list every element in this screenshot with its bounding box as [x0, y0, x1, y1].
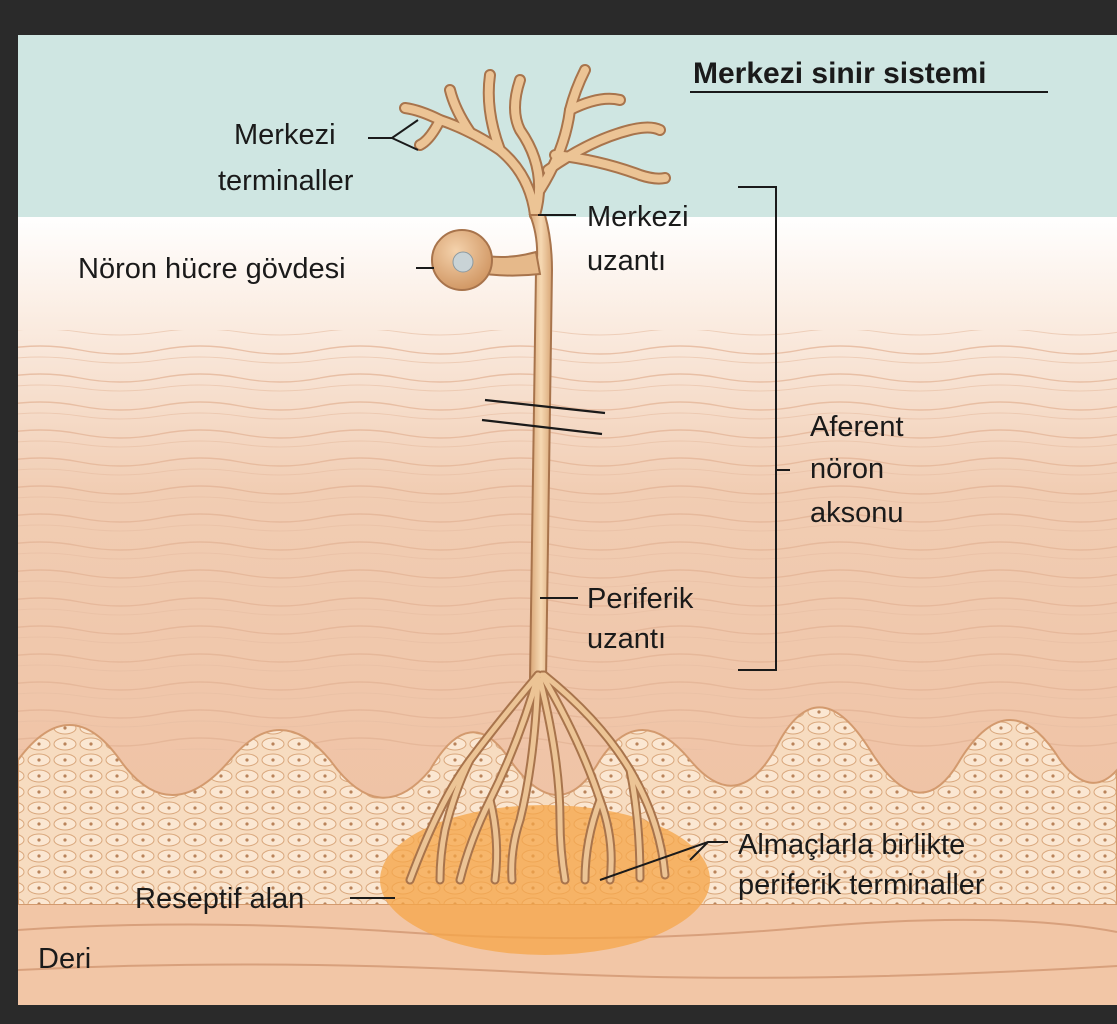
afferent-axon-label: nöron [810, 453, 884, 485]
central-terminals-label: Merkezi [234, 119, 336, 151]
peripheral-process-label: uzantı [587, 623, 666, 655]
central-process-label: Merkezi [587, 201, 689, 233]
afferent-axon-label: aksonu [810, 497, 904, 529]
central-terminals-label: terminaller [218, 165, 354, 197]
central-process-label: uzantı [587, 245, 666, 277]
nucleus [453, 252, 473, 272]
peripheral-process-label: Periferik [587, 583, 694, 615]
cell-body-label: Nöron hücre gövdesi [78, 253, 346, 285]
connective-tissue-texture [18, 330, 1117, 750]
receptive-field-label: Reseptif alan [135, 883, 304, 915]
skin-label: Deri [38, 943, 91, 975]
terminals-with-receptors-label: periferik terminaller [738, 869, 985, 901]
afferent-axon-label: Aferent [810, 411, 904, 443]
title: Merkezi sinir sistemi [693, 57, 986, 90]
terminals-with-receptors-label: Almaçlarla birlikte [738, 829, 965, 861]
